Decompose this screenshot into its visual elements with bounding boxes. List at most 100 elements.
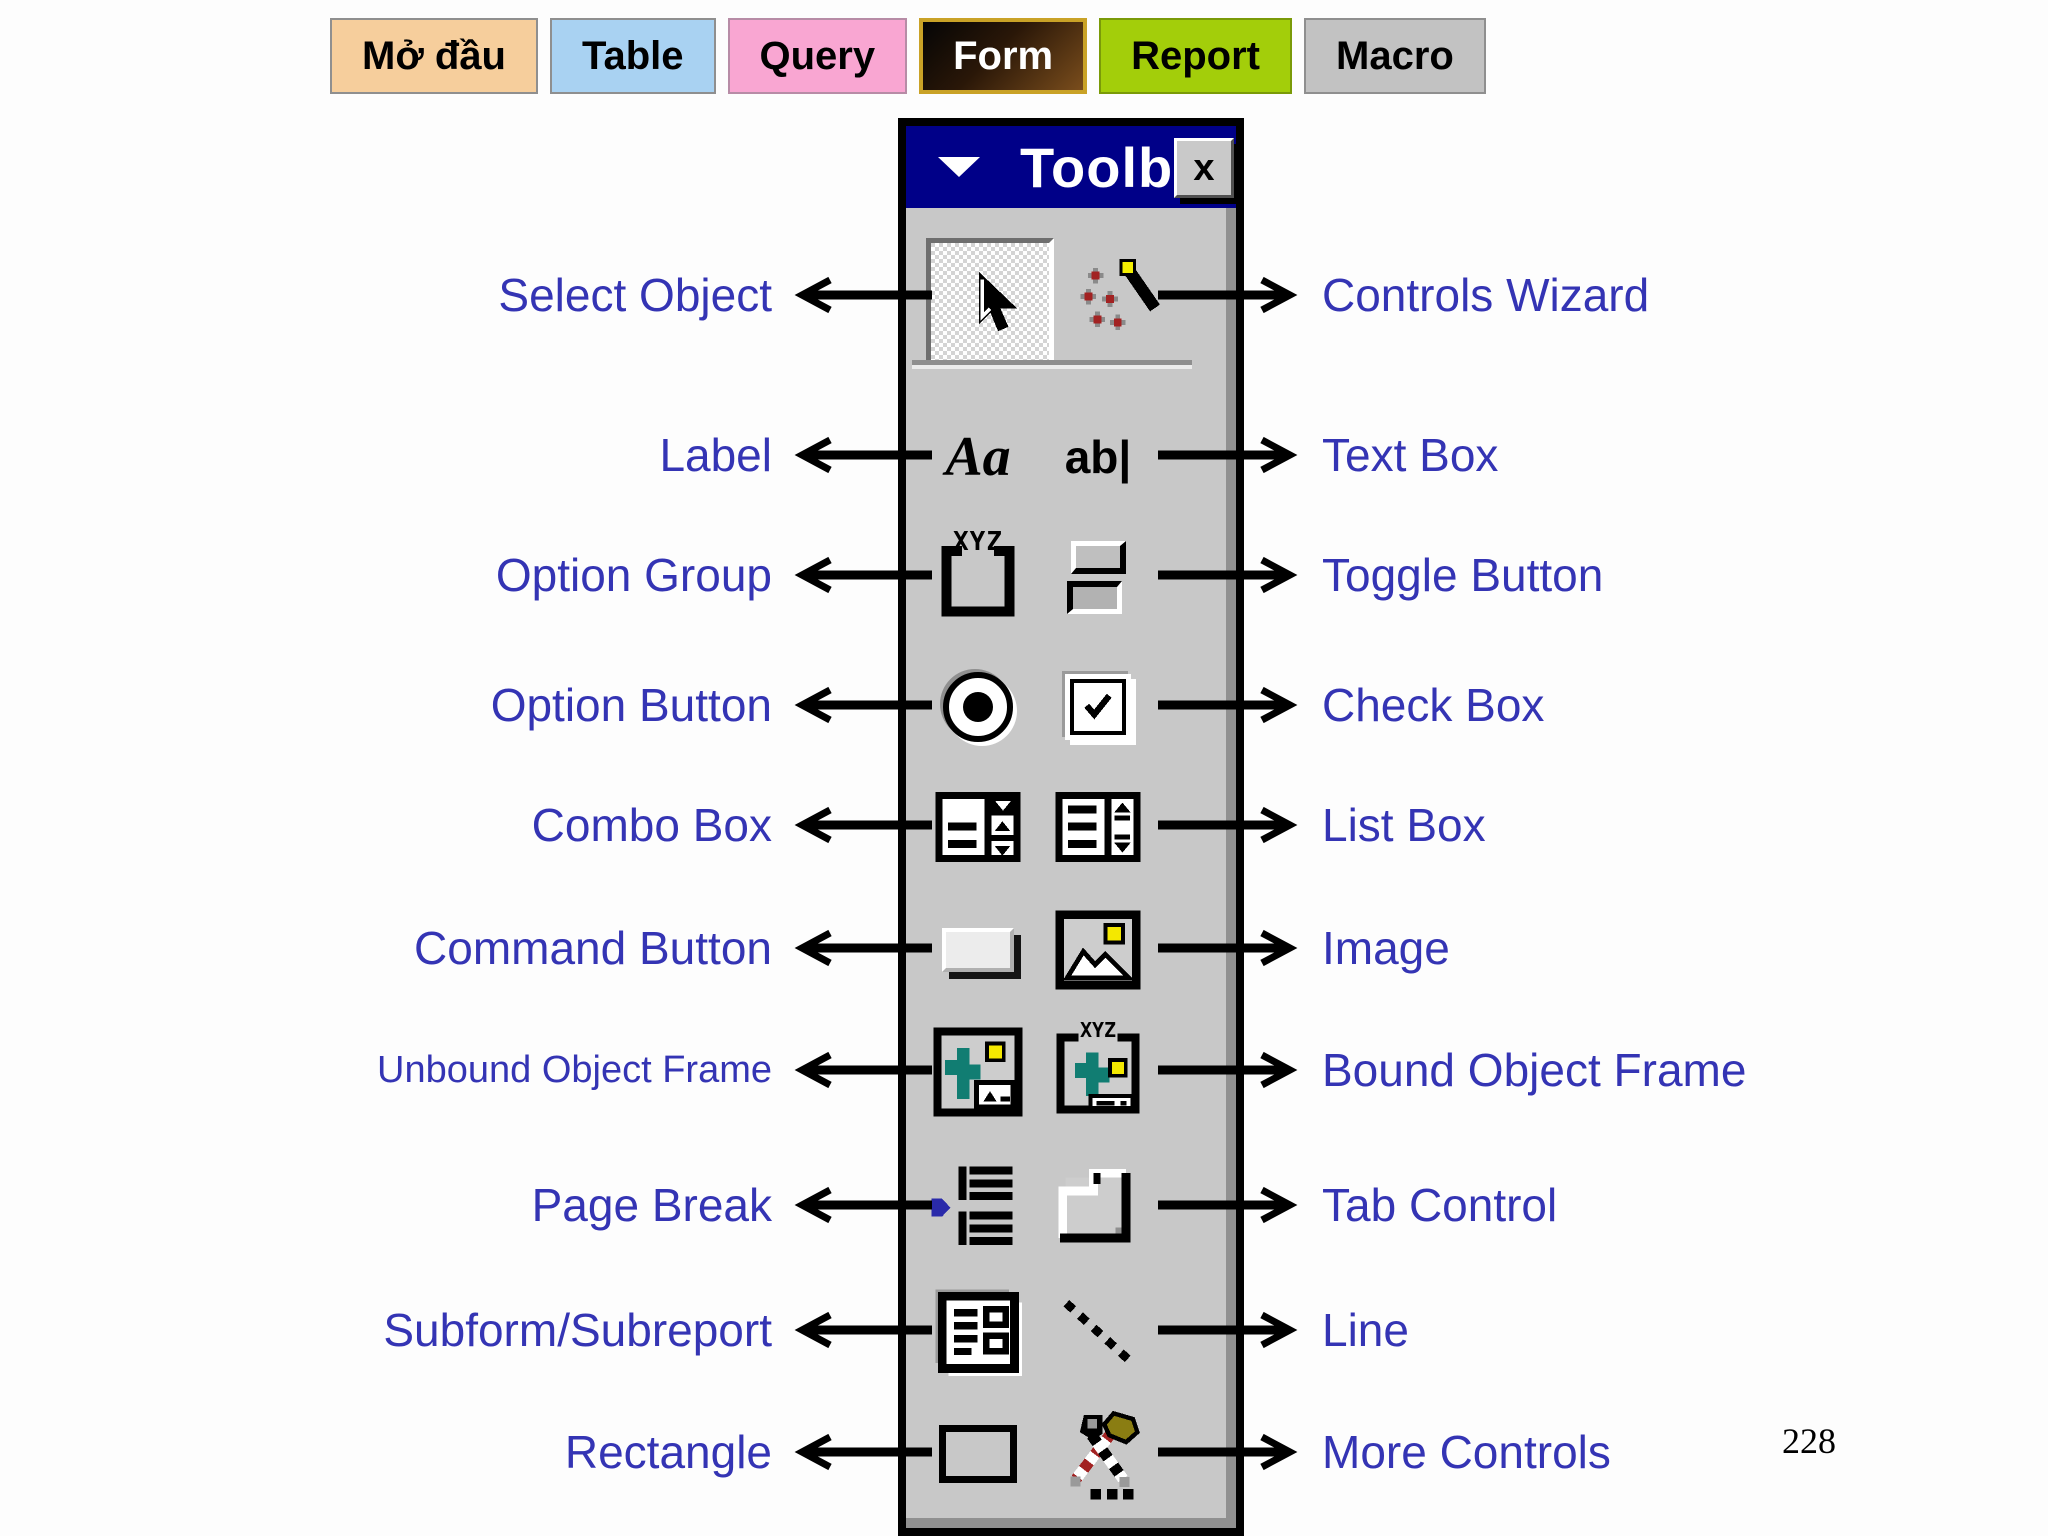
annotation-text: Command Button (414, 922, 772, 974)
page-break-icon (931, 1166, 1013, 1246)
tool-more-controls[interactable] (1046, 1399, 1150, 1509)
annotation-text: Controls Wizard (1322, 269, 1650, 321)
image-icon (1055, 910, 1141, 990)
arrow-left-icon (794, 276, 932, 314)
tab-report[interactable]: Report (1099, 18, 1292, 94)
arrow-right-icon (1158, 929, 1298, 967)
tool-label[interactable]: Aa (926, 402, 1030, 512)
subform-icon (935, 1289, 1023, 1377)
combo-box-icon (935, 791, 1021, 863)
arrow-right-icon (1158, 1433, 1298, 1471)
checkmark-icon (1084, 693, 1112, 720)
annotation-more-controls: More Controls (1158, 1412, 2048, 1492)
annotation-text: Option Group (495, 549, 772, 601)
annotation-text: More Controls (1322, 1426, 1611, 1478)
tool-toggle-button[interactable] (1046, 522, 1150, 632)
annotation-select-object: Select Object (0, 255, 934, 335)
tool-unbound-object-frame[interactable] (926, 1017, 1030, 1127)
bound-frame-icon (1056, 1033, 1140, 1114)
annotation-text: Rectangle (564, 1426, 772, 1478)
tool-controls-wizard[interactable] (1070, 247, 1174, 357)
checkbox-icon (1065, 674, 1131, 740)
annotation-tab-control: Tab Control (1158, 1165, 2048, 1245)
arrow-right-icon (1158, 436, 1298, 474)
annotation-text: Select Object (498, 269, 772, 321)
tool-option-group[interactable]: xyz (926, 522, 1030, 632)
tool-subform-subreport[interactable] (926, 1277, 1030, 1387)
tab-macro[interactable]: Macro (1304, 18, 1486, 94)
tool-combo-box[interactable] (926, 772, 1030, 882)
tab-control-icon (1058, 1168, 1131, 1243)
option-group-frame-icon (941, 546, 1015, 617)
annotation-text: Line (1322, 1304, 1409, 1356)
annotation-toggle-button: Toggle Button (1158, 535, 2048, 615)
tool-row (926, 238, 1174, 366)
annotation-text: Check Box (1322, 679, 1545, 731)
tool-check-box[interactable] (1046, 652, 1150, 762)
arrow-right-icon (1158, 556, 1298, 594)
select-arrow-icon (978, 271, 1017, 332)
annotation-text: Combo Box (531, 799, 772, 851)
annotation-option-button: Option Button (0, 665, 934, 745)
annotation-combo-box: Combo Box (0, 785, 934, 865)
magic-wand-icon (1080, 259, 1160, 331)
command-button-icon (942, 928, 1014, 972)
tab-mo-dau[interactable]: Mở đầu (330, 18, 538, 94)
arrow-left-icon (794, 929, 932, 967)
arrow-right-icon (1158, 806, 1298, 844)
arrow-right-icon (1158, 1051, 1298, 1089)
annotation-text: Label (659, 429, 772, 481)
annotation-label: Label (0, 415, 934, 495)
arrow-left-icon (794, 806, 932, 844)
arrow-left-icon (794, 1186, 932, 1224)
arrow-left-icon (794, 436, 932, 474)
annotation-text: Tab Control (1322, 1179, 1558, 1231)
tab-form[interactable]: Form (919, 18, 1088, 94)
option-group-xyz: xyz (953, 527, 1003, 557)
arrow-left-icon (794, 1051, 932, 1089)
tool-text-box[interactable]: ab| (1046, 402, 1150, 512)
unbound-frame-icon (933, 1027, 1023, 1117)
line-icon (1063, 1300, 1132, 1363)
annotation-text: List Box (1322, 799, 1486, 851)
tab-table[interactable]: Table (549, 18, 716, 94)
toolbox-titlebar[interactable]: Toolb x (906, 126, 1236, 208)
annotation-text: Page Break (531, 1179, 772, 1231)
textbox-ab-icon: ab| (1064, 431, 1132, 483)
annotation-option-group: Option Group (0, 535, 934, 615)
tab-query[interactable]: Query (727, 18, 908, 94)
tool-bound-object-frame[interactable]: xyz (1046, 1017, 1150, 1127)
annotation-text: Unbound Object Frame (377, 1048, 772, 1091)
tool-tab-control[interactable] (1046, 1152, 1150, 1262)
tool-row (926, 1277, 1150, 1387)
page-number: 228 (1782, 1421, 1836, 1461)
chevron-down-icon[interactable] (938, 157, 980, 177)
annotation-subform-subreport: Subform/Subreport (0, 1290, 934, 1370)
arrow-right-icon (1158, 686, 1298, 724)
tool-command-button[interactable] (926, 895, 1030, 1005)
arrow-left-icon (794, 556, 932, 594)
tool-row: Aa ab| (926, 402, 1150, 512)
hammer-wrench-icon (1070, 1410, 1140, 1500)
close-button[interactable]: x (1174, 138, 1234, 198)
rectangle-icon (939, 1425, 1017, 1483)
tool-row (926, 652, 1150, 762)
annotation-list-box: List Box (1158, 785, 2048, 865)
tool-option-button[interactable] (926, 652, 1030, 762)
tool-rectangle[interactable] (926, 1399, 1030, 1509)
tool-page-break[interactable] (926, 1152, 1030, 1262)
tool-line[interactable] (1046, 1277, 1150, 1387)
annotation-line: Line (1158, 1290, 2048, 1370)
tool-image[interactable] (1046, 895, 1150, 1005)
annotation-text: Image (1322, 922, 1450, 974)
label-aa-icon: Aa (945, 426, 1011, 488)
annotation-text: Toggle Button (1322, 549, 1604, 601)
annotation-page-break: Page Break (0, 1165, 934, 1245)
tool-select-object[interactable] (926, 238, 1054, 366)
nav-tabs: Mở đầu Table Query Form Report Macro (330, 18, 1486, 94)
tool-row: xyz (926, 1017, 1150, 1127)
toolbox-title: Toolb (1020, 135, 1174, 199)
tool-list-box[interactable] (1046, 772, 1150, 882)
annotation-check-box: Check Box (1158, 665, 2048, 745)
tool-row: xyz (926, 522, 1150, 632)
